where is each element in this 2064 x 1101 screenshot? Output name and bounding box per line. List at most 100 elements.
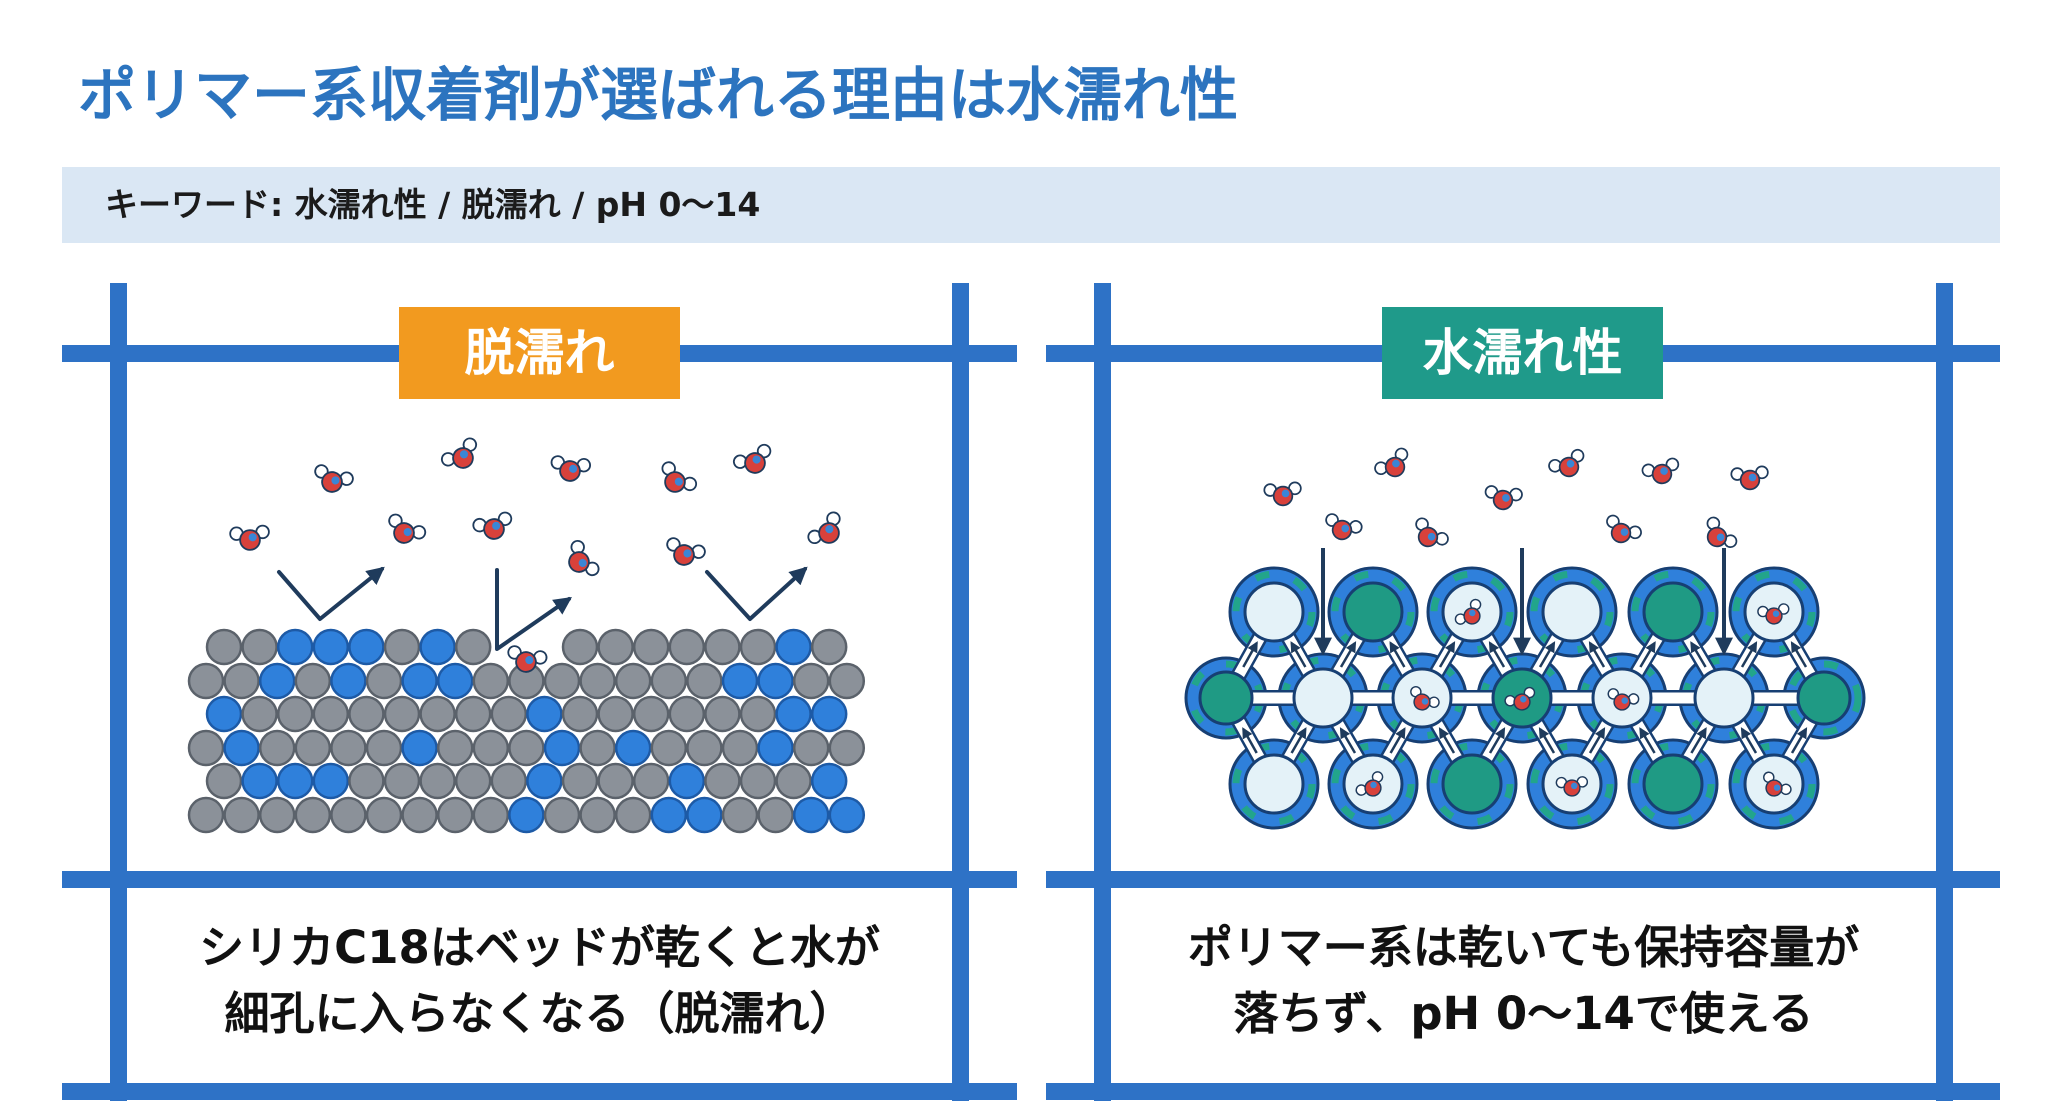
silica-particle-blue: [757, 662, 794, 700]
flow-arrow: [1588, 641, 1606, 668]
flow-arrow: [1740, 641, 1758, 668]
oxygen-highlight: [752, 455, 761, 464]
silica-particle-grey: [614, 796, 652, 834]
oxygen-highlight: [1370, 781, 1377, 789]
water-molecule: [1606, 514, 1642, 544]
silica-particle-grey: [721, 729, 759, 767]
left-panel-bottom-rule: [62, 1083, 1017, 1100]
silica-particle-grey: [419, 695, 456, 733]
silica-particle-grey: [775, 762, 812, 800]
water-molecule: [1484, 485, 1523, 511]
water-molecule: [1355, 771, 1384, 797]
silica-particle-grey: [490, 695, 528, 733]
silica-particle-grey: [454, 762, 492, 800]
polymer-bead-core: [1642, 753, 1704, 815]
silica-particle-blue: [401, 729, 438, 767]
bounce-arrow: [495, 568, 572, 651]
silica-particle-grey: [454, 695, 492, 733]
oxygen-highlight: [492, 521, 501, 530]
polymer-bead-segment: [1331, 570, 1415, 654]
water-molecule: [440, 437, 478, 469]
oxygen-highlight: [1773, 784, 1781, 791]
silica-particle-grey: [614, 662, 652, 700]
silica-particle-grey: [792, 662, 830, 700]
silica-particle-grey: [739, 695, 777, 733]
silica-particle-grey: [757, 796, 794, 834]
flow-arrow: [1488, 641, 1506, 668]
oxygen-highlight: [1281, 489, 1290, 498]
water-molecule: [507, 645, 548, 673]
silica-particle-grey: [419, 762, 456, 800]
oxygen-highlight: [403, 527, 412, 537]
silica-particle-grey: [258, 729, 296, 767]
silica-particle-grey: [579, 729, 616, 767]
silica-particle-blue: [312, 762, 350, 800]
water-molecule: [1415, 517, 1449, 548]
polymer-bead-segment: [1430, 570, 1514, 654]
polymer-bead-core: [1198, 670, 1254, 726]
silica-particle-blue: [526, 762, 563, 800]
oxygen-highlight: [1520, 696, 1527, 703]
silica-particle-grey: [579, 796, 616, 834]
water-molecule: [388, 513, 427, 544]
silica-particle-blue: [810, 762, 848, 800]
water-molecule: [1374, 447, 1409, 478]
silica-particle-grey: [632, 695, 670, 733]
silica-particle-grey: [436, 729, 474, 767]
silica-particle-grey: [632, 628, 670, 666]
silica-particle-blue: [792, 796, 830, 834]
flow-arrow: [1588, 727, 1606, 754]
flow-arrow: [1488, 727, 1506, 754]
silica-particle-grey: [187, 729, 225, 767]
silica-particle-grey: [704, 762, 741, 800]
polymer-bead-core: [1441, 753, 1503, 815]
water-molecule: [807, 511, 841, 545]
flow-arrow: [1389, 727, 1406, 754]
flow-arrow: [1339, 641, 1357, 668]
water-molecule: [1263, 481, 1302, 507]
right-caption-line-1: ポリマー系は乾いても保持容量が: [1187, 921, 1860, 974]
water-molecule: [1730, 465, 1769, 491]
silica-particle-blue: [775, 695, 812, 733]
silica-particle-grey: [258, 796, 296, 834]
silica-particle-grey: [650, 662, 688, 700]
right-panel-bottom-rule: [1046, 1083, 2000, 1100]
polymer-bead-core: [1243, 581, 1305, 643]
water-molecule: [1607, 688, 1640, 711]
silica-particle-grey: [810, 628, 848, 666]
silica-particle-blue: [614, 729, 652, 767]
silica-particle-blue: [205, 695, 243, 733]
silica-particle-grey: [561, 628, 599, 666]
water-molecule: [1641, 457, 1680, 485]
silica-particle-grey: [704, 628, 741, 666]
silica-particle-grey: [223, 796, 260, 834]
silica-particle-blue: [312, 628, 350, 666]
right-panel-right-post: [1936, 283, 1953, 1101]
silica-particle-blue: [543, 729, 581, 767]
polymer-bead-segment: [1732, 570, 1816, 654]
flow-arrow: [1538, 641, 1556, 668]
silica-particle-blue: [810, 695, 848, 733]
oxygen-highlight: [1421, 698, 1429, 705]
water-molecule: [666, 537, 706, 566]
keyword-text: キーワード: 水濡れ性 / 脱濡れ / pH 0〜14: [105, 185, 761, 224]
water-molecule: [1555, 776, 1589, 797]
polymer-bead-segment: [1232, 742, 1316, 826]
flow-arrow: [1690, 727, 1707, 754]
silica-particle-grey: [597, 628, 634, 666]
oxygen-highlight: [1748, 473, 1757, 482]
silica-particle-blue: [757, 729, 794, 767]
water-molecule: [568, 539, 600, 577]
silica-particle-blue: [436, 662, 474, 700]
silica-particle-grey: [472, 662, 510, 700]
silica-particle-grey: [365, 662, 403, 700]
bounce-arrow: [277, 566, 385, 621]
silica-particle-blue: [276, 762, 314, 800]
water-molecule: [1763, 771, 1792, 797]
silica-particle-grey: [490, 762, 528, 800]
flow-arrow: [1639, 641, 1656, 668]
left-panel-middle-rule: [62, 871, 1017, 888]
oxygen-highlight: [825, 525, 834, 534]
